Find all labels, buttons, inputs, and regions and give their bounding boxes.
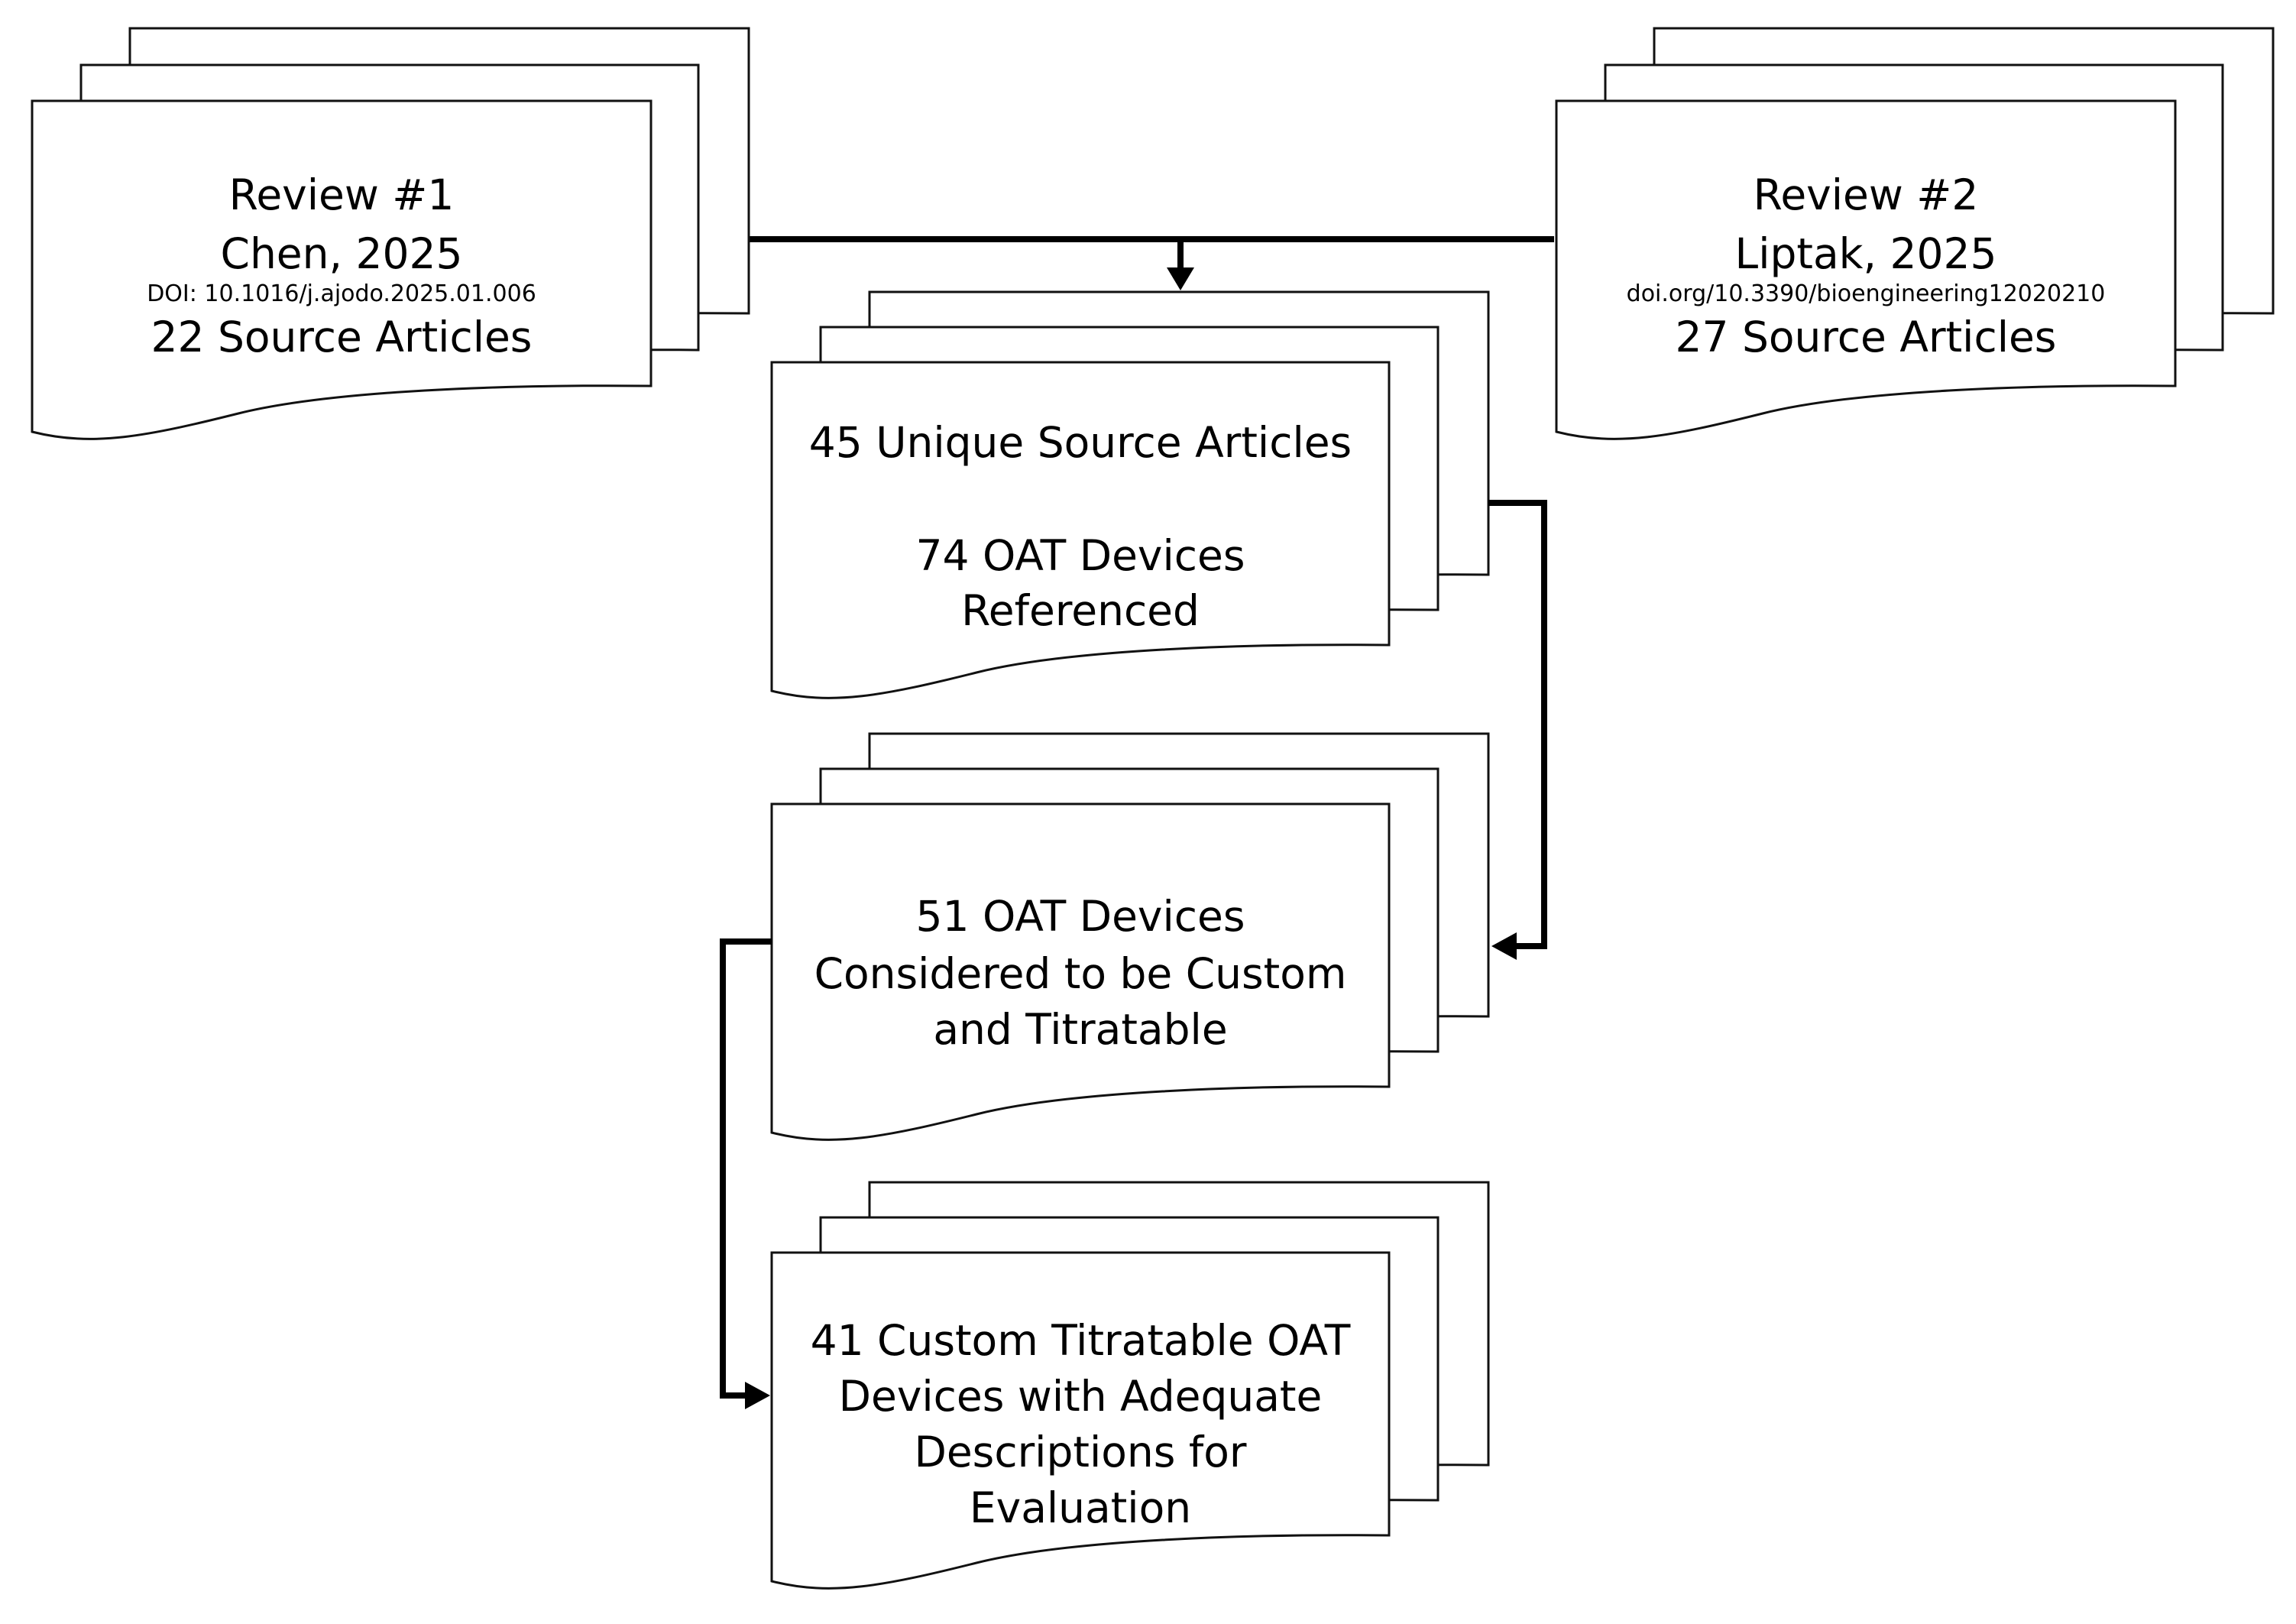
merged-to-custom-connector <box>1488 500 1547 949</box>
custom-to-final-connector <box>720 938 772 1399</box>
merge-arrowhead <box>1167 267 1194 290</box>
custom-arrowhead <box>1491 932 1517 960</box>
final-line4: Evaluation <box>969 1483 1192 1532</box>
final-arrowhead <box>745 1382 770 1409</box>
review-2-count: 27 Source Articles <box>1675 313 2057 361</box>
review-merge-connector <box>749 236 1554 267</box>
merged-devices-line2: Referenced <box>961 586 1200 635</box>
review-2-author: Liptak, 2025 <box>1734 229 1997 278</box>
review-2-doi: doi.org/10.3390/bioengineering12020210 <box>1626 280 2106 307</box>
review-2-document-stack <box>1555 27 2275 440</box>
final-label: 41 Custom Titratable OAT Devices with Ad… <box>772 1320 1389 1529</box>
custom-label: 51 OAT Devices Considered to be Custom a… <box>772 896 1389 1051</box>
merged-document-stack <box>770 290 1490 699</box>
review-1-title: Review #1 <box>228 170 455 219</box>
review-2-title: Review #2 <box>1753 170 1979 219</box>
review-1-doi: DOI: 10.1016/j.ajodo.2025.01.006 <box>147 280 536 307</box>
custom-line2: Considered to be Custom <box>814 949 1347 998</box>
custom-line3: and Titratable <box>933 1005 1228 1054</box>
review-1-author: Chen, 2025 <box>220 229 463 278</box>
merged-devices-line1: 74 OAT Devices <box>915 531 1245 580</box>
final-line3: Descriptions for <box>914 1428 1247 1477</box>
custom-document-stack <box>770 732 1490 1141</box>
final-line1: 41 Custom Titratable OAT <box>810 1316 1351 1365</box>
final-line2: Devices with Adequate <box>838 1372 1323 1421</box>
review-2-label: Review #2 Liptak, 2025 doi.org/10.3390/b… <box>1556 174 2175 358</box>
merged-label: 45 Unique Source Articles 74 OAT Devices… <box>772 422 1389 632</box>
review-1-document-stack <box>31 27 750 440</box>
review-1-label: Review #1 Chen, 2025 DOI: 10.1016/j.ajod… <box>32 174 651 358</box>
custom-line1: 51 OAT Devices <box>915 892 1245 941</box>
merged-articles: 45 Unique Source Articles <box>808 418 1352 467</box>
review-1-count: 22 Source Articles <box>151 313 533 361</box>
final-document-stack <box>770 1181 1490 1590</box>
